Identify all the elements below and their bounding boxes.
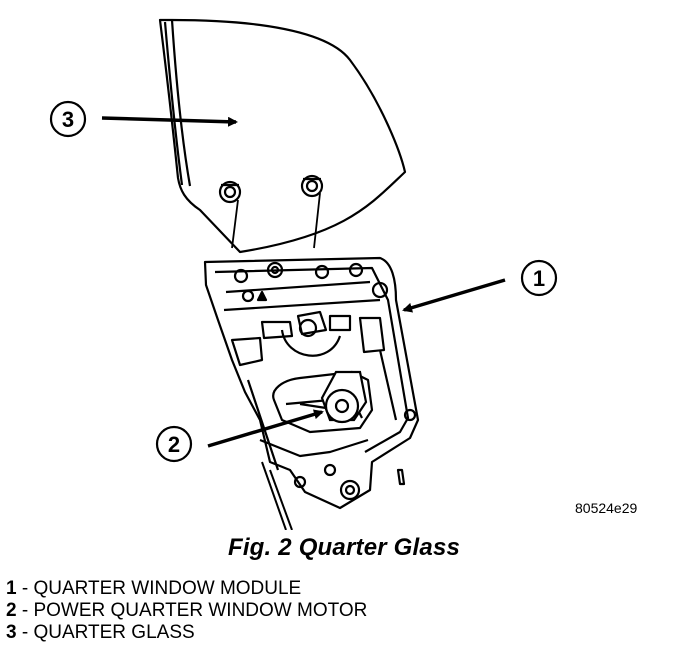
glass-stud-left [218,180,242,204]
legend-label: QUARTER GLASS [33,622,195,643]
power-window-motor [299,370,368,424]
legend-label: POWER QUARTER WINDOW MOTOR [33,600,368,621]
callout-2-number: 2 [168,432,180,457]
legend-label: QUARTER WINDOW MODULE [33,578,302,599]
legend-number: 2 [6,600,17,621]
callout-2: 2 [155,409,324,463]
callout-2-arrow [207,409,324,448]
callout-3: 3 [49,100,238,138]
quarter-window-module [203,256,420,510]
legend-number: 1 [6,578,17,599]
figure-reference-code: 80524e29 [575,500,638,516]
legend-list: 1 - QUARTER WINDOW MODULE 2 - POWER QUAR… [6,578,367,644]
callout-1: 1 [402,259,558,313]
legend-separator: - [16,578,34,599]
legend-item: 1 - QUARTER WINDOW MODULE [6,578,367,600]
legend-item: 2 - POWER QUARTER WINDOW MOTOR [6,600,367,622]
figure-caption: Fig. 2 Quarter Glass [227,534,461,561]
legend-item: 3 - QUARTER GLASS [6,622,367,644]
callout-1-arrow [402,278,506,313]
legend-number: 3 [6,622,17,643]
legend-separator: - [16,600,34,621]
glass-stud-right [300,174,324,198]
quarter-glass-diagram: 3 1 2 [49,18,558,530]
glass-run-channel [261,461,293,530]
legend-separator: - [16,622,34,643]
callout-3-arrow [101,116,238,127]
callout-3-number: 3 [62,107,74,132]
quarter-glass [158,18,407,254]
callout-1-number: 1 [533,266,545,291]
